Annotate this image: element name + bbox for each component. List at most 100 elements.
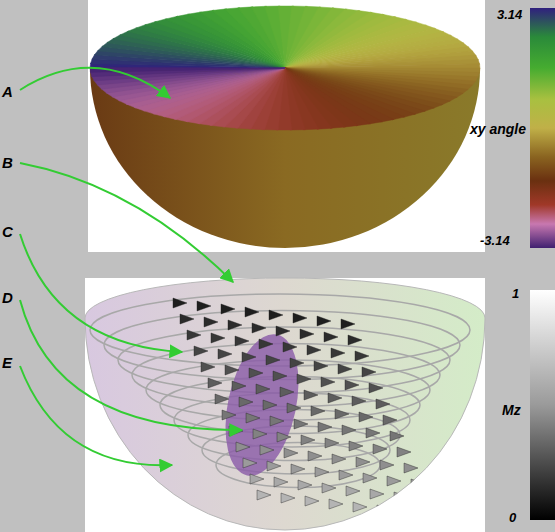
spin-cone <box>194 346 208 356</box>
glass-hemisphere <box>85 278 485 530</box>
spin-cone <box>253 429 267 439</box>
spin-cone <box>308 451 322 461</box>
spin-cone <box>345 380 359 390</box>
spin-cone <box>346 486 360 496</box>
spin-cone <box>297 374 311 384</box>
spin-cone <box>356 457 370 467</box>
spin-cone <box>197 301 211 311</box>
colorbar-label: 0 <box>509 511 516 524</box>
spin-cone <box>228 320 242 330</box>
spin-cone <box>397 447 411 457</box>
spin-cone <box>380 460 394 470</box>
core-disc <box>214 328 310 483</box>
spin-cone <box>274 477 288 487</box>
spin-cone <box>301 435 315 445</box>
spin-cone <box>359 412 373 422</box>
spin-cone <box>387 476 401 486</box>
spin-cone <box>211 333 225 343</box>
spin-cone <box>293 313 307 323</box>
colorbar-label: Mz <box>502 403 521 417</box>
spin-cone <box>300 329 314 339</box>
spin-cone <box>318 422 332 432</box>
spin-cone <box>404 463 418 473</box>
spin-cone <box>325 438 339 448</box>
leader-arrow <box>20 68 170 98</box>
spin-cone <box>218 349 232 359</box>
spin-cone <box>369 383 383 393</box>
spin-cone <box>322 483 336 493</box>
spin-cone <box>266 355 280 365</box>
callout-letter: A <box>2 84 13 99</box>
colorbar-label: -3.14 <box>480 234 510 247</box>
angle-wedge <box>285 59 480 68</box>
spin-cone <box>245 307 259 317</box>
spin-cone <box>339 470 353 480</box>
spin-cone <box>267 461 281 471</box>
spin-cone <box>418 495 432 505</box>
leader-arrow <box>20 234 182 352</box>
spin-cone <box>366 428 380 438</box>
leader-arrow <box>20 300 242 430</box>
spin-cone <box>338 364 352 374</box>
spin-cone <box>236 442 250 452</box>
spin-cone <box>246 413 260 423</box>
spin-cone <box>276 326 290 336</box>
spin-cone <box>270 416 284 426</box>
spin-cone <box>328 393 342 403</box>
spin-cone <box>180 314 194 324</box>
spin-cone <box>331 348 345 358</box>
spin-cone <box>201 362 215 372</box>
spin-cone <box>277 432 291 442</box>
spin-cone <box>329 499 343 509</box>
colorbar-label: 1 <box>512 287 519 300</box>
hemisphere-body <box>90 68 480 248</box>
spin-cone <box>263 400 277 410</box>
spin-cone <box>257 490 271 500</box>
spin-cone <box>401 508 415 518</box>
spin-cone <box>287 403 301 413</box>
spin-cone <box>321 377 335 387</box>
spin-cone <box>332 454 346 464</box>
spin-cone <box>298 480 312 490</box>
spin-cone <box>363 473 377 483</box>
spin-cone <box>273 371 287 381</box>
spin-cone <box>269 310 283 320</box>
spin-cone <box>341 319 355 329</box>
spin-cone <box>187 330 201 340</box>
spin-cone <box>250 474 264 484</box>
angle-colorbar <box>530 8 555 248</box>
spin-cone <box>256 384 270 394</box>
callout-letter: D <box>2 290 13 305</box>
spin-cone <box>242 352 256 362</box>
spin-cone <box>362 367 376 377</box>
spin-cone <box>314 361 328 371</box>
spin-cone <box>225 365 239 375</box>
spin-cone <box>291 464 305 474</box>
spin-cone <box>349 441 363 451</box>
spin-cone <box>324 332 338 342</box>
spin-cone <box>204 317 218 327</box>
bottom-panel <box>85 278 485 532</box>
callout-letter: B <box>2 155 13 170</box>
spin-cone <box>373 444 387 454</box>
spin-cone <box>315 467 329 477</box>
colorbar-label: xy angle <box>470 122 526 136</box>
spin-cone <box>307 345 321 355</box>
spin-cone <box>284 448 298 458</box>
callout-letter: C <box>2 224 13 239</box>
spin-cone <box>239 397 253 407</box>
spin-cone <box>281 493 295 503</box>
spin-cone <box>425 511 439 521</box>
spin-cone <box>376 399 390 409</box>
spin-cone <box>283 342 297 352</box>
spin-cone <box>215 394 229 404</box>
spin-cone <box>348 335 362 345</box>
spin-cone <box>377 505 391 515</box>
spin-cone <box>252 323 266 333</box>
spin-cone <box>290 358 304 368</box>
spin-cone <box>353 502 367 512</box>
spin-cone <box>383 415 397 425</box>
spin-cone <box>173 298 187 308</box>
leader-arrow <box>20 163 233 282</box>
spin-cone <box>342 425 356 435</box>
